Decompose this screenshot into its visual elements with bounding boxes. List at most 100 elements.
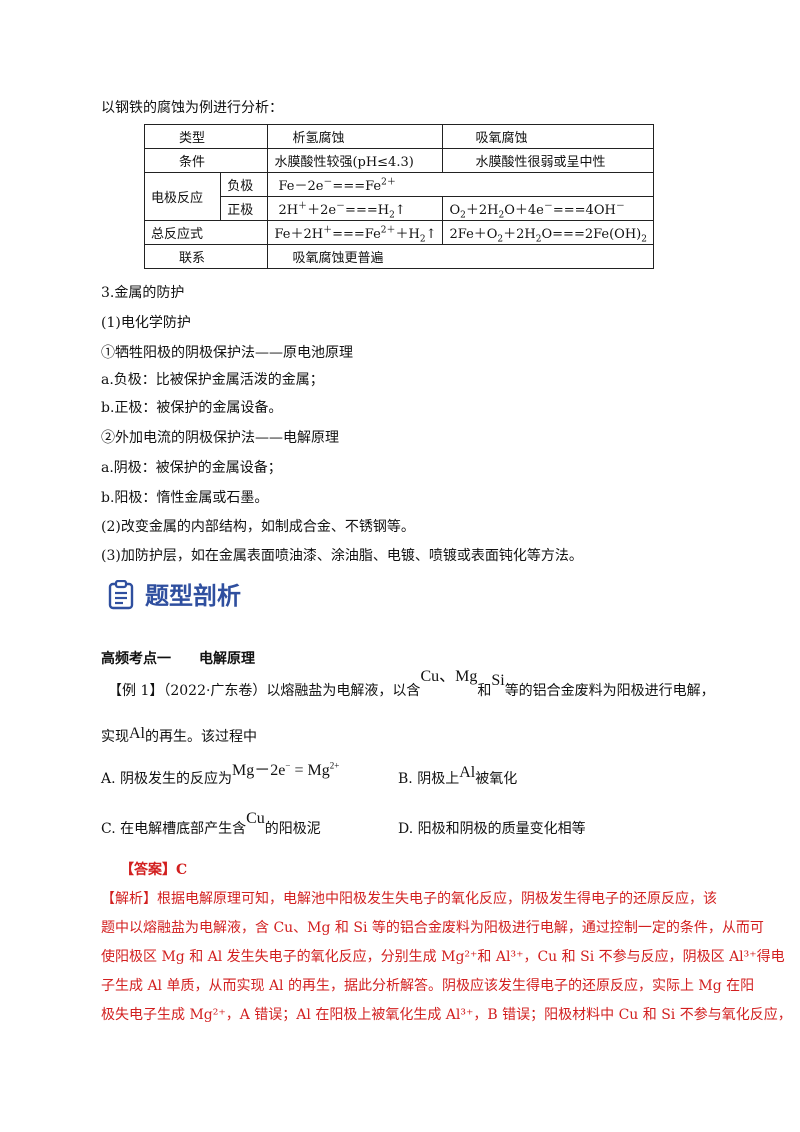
equation-part: O===2Fe(OH) (541, 227, 642, 242)
table-cell: 析氢腐蚀 (267, 124, 444, 149)
table-row: 条件 水膜酸性较强(pH≤4.3) 水膜酸性很弱或呈中性 (143, 148, 654, 173)
table-cell: Fe－2e－===Fe2＋ (267, 172, 654, 197)
formula-part: = Mg (290, 762, 330, 779)
formula-si: Si (491, 672, 505, 689)
document-list-icon (108, 580, 134, 610)
formula-cu: Cu (246, 810, 265, 827)
topic-heading: 高频考点一 电解原理 (101, 651, 255, 667)
table-cell: 类型 (143, 124, 269, 149)
option-b: B. 阴极上Al被氧化 (398, 764, 518, 789)
equation-sub: 2 (497, 234, 504, 245)
equation-part: ===H (345, 203, 390, 218)
equation-part: 2H (278, 203, 299, 218)
equation-sup: 2＋ (380, 225, 396, 236)
equation-sub: 2 (460, 210, 466, 221)
formula-al: Al (129, 725, 145, 742)
example-text: 和 (477, 683, 492, 699)
list-item: ②外加电流的阴极保护法——电解原理 (101, 430, 339, 446)
equation-sup: ＋ (323, 225, 333, 236)
option-text: C. 在电解槽底部产生含 (101, 821, 247, 837)
table-row: 总反应式 Fe＋2H＋===Fe2＋＋H2↑ 2Fe＋O2＋2H2O===2Fe… (143, 220, 654, 245)
equation-part: ===Fe (332, 179, 382, 194)
equation-sup: － (615, 201, 625, 212)
formula-cu-mg: Cu、Mg (420, 668, 478, 685)
table-cell: O2＋2H2O＋4e－===4OH－ (442, 196, 654, 221)
equation-part: O (449, 203, 461, 218)
option-text: A. 阴极发生的反应为 (101, 771, 233, 787)
list-item: b.正极：被保护的金属设备。 (101, 400, 283, 416)
intro-text: 以钢铁的腐蚀为例进行分析： (101, 100, 283, 116)
formula-sup: 2+ (329, 760, 340, 771)
table-row: 电极反应 负极 Fe－2e－===Fe2＋ (143, 172, 654, 221)
table-cell: 吸氧腐蚀 (442, 124, 654, 149)
analysis-line: 极失电子生成 Mg²⁺，A 错误；Al 在阳极上被氧化生成 Al³⁺，B 错误；… (101, 1007, 792, 1023)
corrosion-table: 类型 析氢腐蚀 吸氧腐蚀 条件 水膜酸性较强(pH≤4.3) 水膜酸性很弱或呈中… (143, 124, 654, 269)
option-c: C. 在电解槽底部产生含Cu的阳极泥 (101, 810, 321, 839)
answer-text: 【答案】C (120, 862, 188, 878)
table-cell: 条件 (143, 148, 269, 173)
equation-sub: 2 (389, 210, 395, 221)
example-text: 的再生。该过程中 (145, 729, 257, 745)
table-row: 正极 2H＋＋2e－===H2↑ O2＋2H2O＋4e－===4OH－ (145, 196, 654, 221)
equation-part: ＋2e (307, 203, 337, 218)
equation-part: ＋2H (503, 227, 536, 242)
option-text: B. 阴极上 (398, 771, 460, 787)
formula-part: Mg－2e (232, 762, 286, 779)
table-cell: 联系 (143, 244, 269, 269)
table-cell: 2H＋＋2e－===H2↑ (267, 196, 444, 221)
equation-part: ＋H (395, 227, 420, 242)
analysis-line: 子生成 Al 单质，从而实现 Al 的再生，据此分析解答。阴极应该发生得电子的还… (101, 978, 755, 994)
section-title: 题型剖析 (145, 582, 241, 610)
equation-sup: 2＋ (381, 177, 396, 188)
table-cell: 电极反应 (143, 172, 222, 221)
equation-part: 2Fe＋O (449, 227, 498, 242)
option-a: A. 阴极发生的反应为Mg－2e− = Mg2+ (101, 761, 339, 789)
example-line-2: 实现Al的再生。该过程中 (101, 725, 257, 747)
equation-sub: 2 (535, 234, 542, 245)
list-item: (2)改变金属的内部结构，如制成合金、不锈钢等。 (101, 519, 415, 535)
list-item: a.负极：比被保护金属活泼的金属； (101, 372, 324, 388)
table-cell: 水膜酸性很弱或呈中性 (442, 148, 654, 173)
equation-part: Fe－2e (278, 179, 324, 194)
table-cell: 水膜酸性较强(pH≤4.3) (267, 148, 444, 173)
formula-mg: Mg－2e− = Mg2+ (232, 760, 340, 779)
analysis-line: 【解析】根据电解原理可知，电解池中阳极发生失电子的氧化反应，阴极发生得电子的还原… (101, 891, 717, 907)
equation-part: ===4OH (552, 203, 616, 218)
equation-part: Fe＋2H (274, 227, 324, 242)
option-text: 被氧化 (475, 771, 518, 787)
list-item: b.阳极：惰性金属或石墨。 (101, 490, 269, 506)
equation-sub: 2 (419, 234, 426, 245)
formula-sup: − (285, 760, 291, 771)
table-row: 类型 析氢腐蚀 吸氧腐蚀 (143, 124, 654, 149)
list-item: 3.金属的防护 (101, 285, 185, 301)
equation-part: ＋2H (465, 203, 499, 218)
table-cell: 负极 (220, 172, 269, 197)
option-d: D. 阳极和阴极的质量变化相等 (398, 821, 586, 837)
option-text: 的阳极泥 (264, 821, 321, 837)
table-cell: 吸氧腐蚀更普遍 (267, 244, 654, 269)
table-cell: Fe＋2H＋===Fe2＋＋H2↑ (267, 220, 444, 245)
analysis-line: 使阳极区 Mg 和 Al 发生失电子的氧化反应，分别生成 Mg²⁺和 Al³⁺，… (101, 949, 785, 965)
table-cell: 总反应式 (143, 220, 269, 245)
equation-part: ↑ (425, 227, 437, 242)
example-text: 实现 (101, 729, 129, 745)
equation-sup: ＋ (298, 201, 308, 212)
equation-part: O＋4e (504, 203, 544, 218)
list-item: (1)电化学防护 (101, 315, 191, 331)
table-row: 联系 吸氧腐蚀更普遍 (143, 244, 654, 269)
example-line-1: 【例 1】（2022·广东卷）以熔融盐为电解液，以含Cu、Mg和Si等的铝合金废… (108, 668, 715, 701)
example-text: 【例 1】（2022·广东卷）以熔融盐为电解液，以含 (108, 683, 421, 699)
equation-part: ===Fe (332, 227, 381, 242)
equation-sup: － (323, 177, 333, 188)
equation-sub: 2 (498, 210, 505, 221)
equation-sup: － (543, 201, 553, 212)
equation-sup: － (336, 201, 346, 212)
formula-al: Al (459, 764, 476, 781)
list-item: a.阴极：被保护的金属设备； (101, 460, 282, 476)
list-item: (3)加防护层，如在金属表面喷油漆、涂油脂、电镀、喷镀或表面钝化等方法。 (101, 548, 583, 564)
equation-sub: 2 (641, 234, 647, 245)
list-item: ①牺牲阳极的阴极保护法——原电池原理 (101, 345, 353, 361)
table-cell: 正极 (220, 196, 269, 221)
table-cell: 2Fe＋O2＋2H2O===2Fe(OH)2 (442, 220, 654, 245)
